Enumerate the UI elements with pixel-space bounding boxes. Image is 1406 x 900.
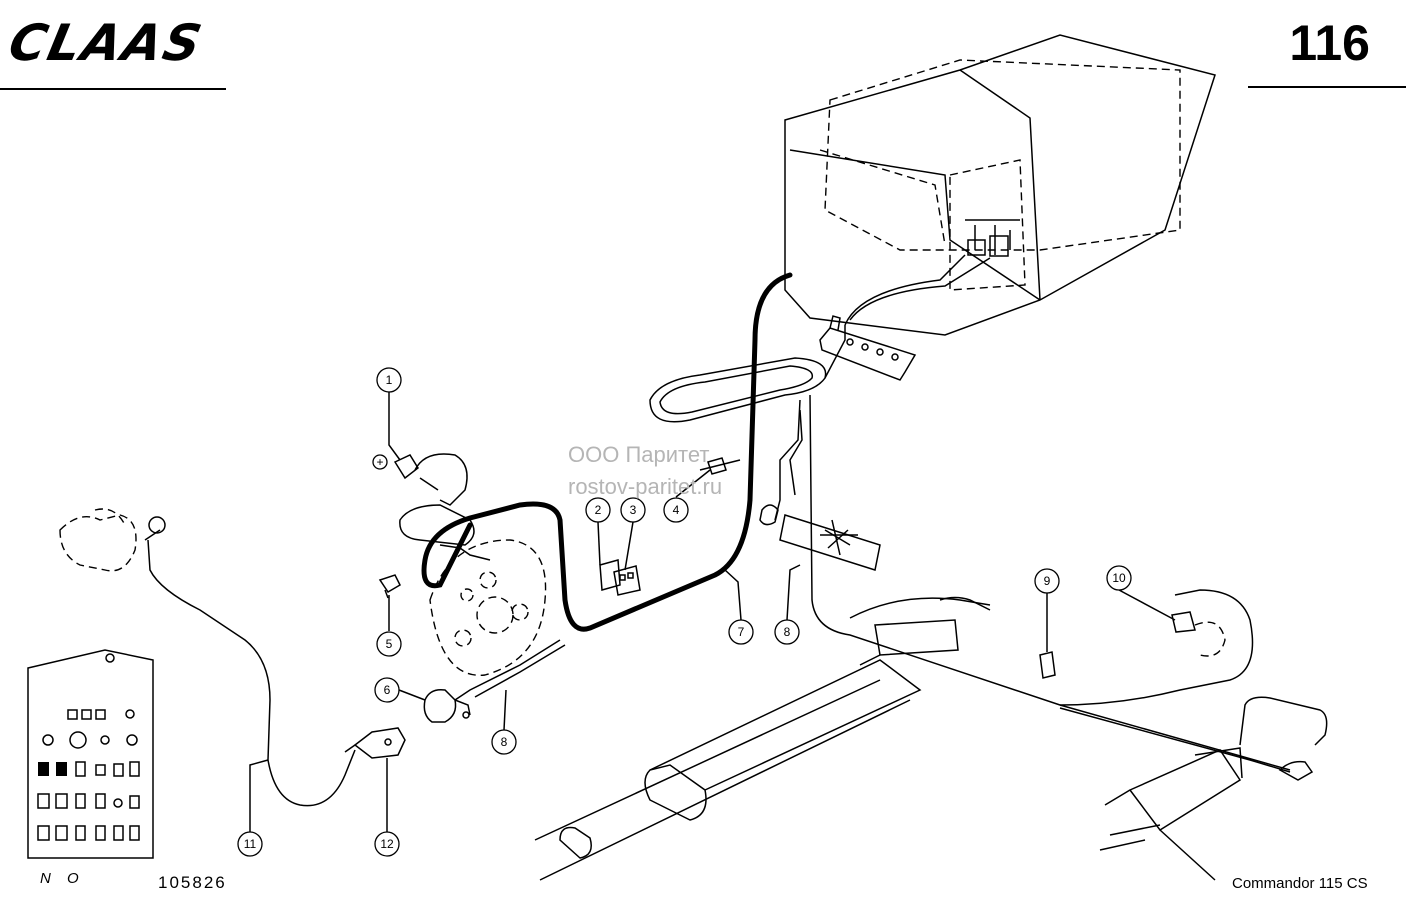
country-code: N O [40,870,85,887]
main-harness-7 [421,254,991,632]
callouts: 1 2 3 4 5 6 7 8 8 [237,367,1132,857]
plus-symbol: + [372,454,388,470]
part-4-fuse [707,457,727,475]
leader-lines [249,392,1176,832]
callout-6-label: 6 [384,683,391,697]
shaft-sensor [759,504,881,571]
part-12-plug [344,727,406,759]
callout-10-label: 10 [1112,571,1126,585]
page-number: 116 [1289,15,1370,71]
header-rule-left [0,88,226,90]
callout-7-label: 7 [738,625,745,639]
part-10-sensor [1171,611,1226,657]
callout-8-upper-label: 8 [784,625,791,639]
callout-1: 1 [376,367,402,393]
part-2-relay [599,559,621,591]
part-1-terminal [393,453,468,506]
callout-2: 2 [585,497,611,523]
battery-assembly [59,508,137,572]
plus-symbol-label: + [376,455,383,469]
callout-7: 7 [728,619,754,645]
part-9-clip [1039,651,1056,679]
watermark-company: ООО Паритет [568,442,710,467]
header-rule-right [1248,86,1406,88]
callout-3: 3 [620,497,646,523]
callout-9-label: 9 [1044,574,1051,588]
callout-11: 11 [237,831,263,857]
harness-11 [144,516,356,807]
callout-4-label: 4 [673,503,680,517]
callout-5-label: 5 [386,637,393,651]
callout-12: 12 [374,831,400,857]
part-5-connector [378,574,401,599]
watermark-website: rostov-paritet.ru [568,474,723,499]
axle-assembly [534,619,1314,881]
callout-4: 4 [663,497,689,523]
document-number: 105826 [158,873,227,892]
callout-8-lower: 8 [491,729,517,755]
generator-assembly [399,504,547,676]
callout-2-label: 2 [595,503,602,517]
callout-8-upper: 8 [774,619,800,645]
callout-8-lower-label: 8 [501,735,508,749]
part-6-switch [423,688,471,723]
callout-11-label: 11 [244,837,257,851]
mounting-bracket [819,315,917,381]
callout-10: 10 [1106,565,1132,591]
callout-1-label: 1 [386,373,393,387]
callout-9: 9 [1034,568,1060,594]
callout-6: 6 [374,677,400,703]
callout-3-label: 3 [630,503,637,517]
callout-5: 5 [376,631,402,657]
branch-wires [454,394,1328,773]
control-panel [27,649,154,859]
model-name: Commandor 115 CS [1232,875,1368,892]
callout-12-label: 12 [380,837,394,851]
cab-structure [784,34,1216,336]
part-3-relay [613,565,641,596]
